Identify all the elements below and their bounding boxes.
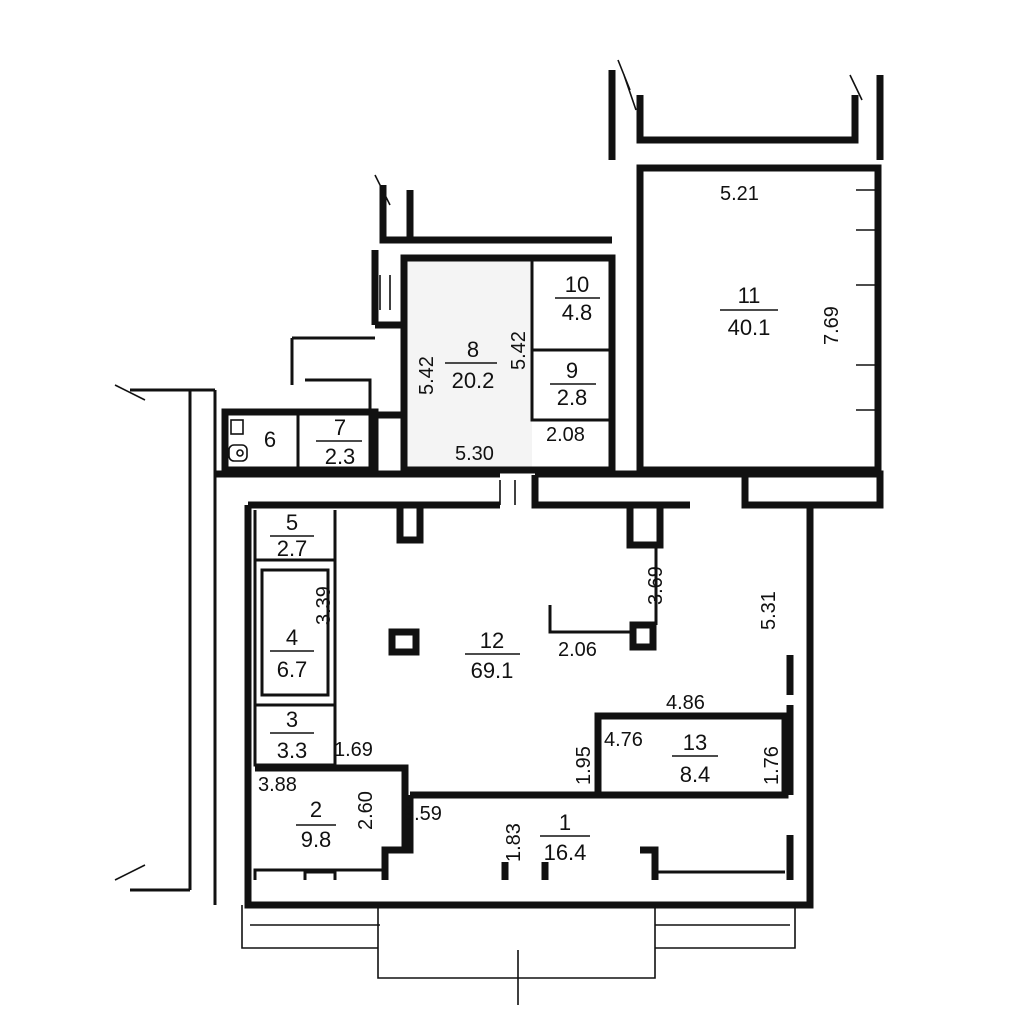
room-6-label: 6: [264, 427, 276, 452]
svg-text:5.42: 5.42: [416, 356, 438, 395]
svg-text:5.30: 5.30: [455, 443, 494, 465]
svg-text:5.31: 5.31: [758, 591, 780, 630]
svg-text:2.3: 2.3: [325, 444, 356, 469]
svg-text:3: 3: [286, 707, 298, 732]
svg-text:13: 13: [683, 730, 707, 755]
room-12-label: 12 69.1: [465, 628, 520, 683]
svg-text:1.69: 1.69: [334, 739, 373, 761]
svg-text:7: 7: [334, 415, 346, 440]
room-4-label: 46.7: [270, 625, 314, 682]
room-10-label: 104.8: [555, 272, 600, 325]
svg-text:3.39: 3.39: [313, 586, 335, 625]
svg-text:9.59: 9.59: [403, 803, 442, 825]
room-9-label: 92.8: [550, 358, 596, 410]
svg-text:7.69: 7.69: [821, 306, 843, 345]
room-1-label: 116.4: [540, 810, 590, 865]
svg-text:2.08: 2.08: [546, 424, 585, 446]
svg-text:3.88: 3.88: [258, 774, 297, 796]
svg-text:69.1: 69.1: [471, 658, 514, 683]
svg-text:8.4: 8.4: [680, 762, 711, 787]
svg-text:12: 12: [480, 628, 504, 653]
room-13-label: 138.4: [672, 730, 718, 787]
svg-text:1: 1: [559, 810, 571, 835]
room-8-label: 820.2: [445, 337, 497, 393]
svg-text:20.2: 20.2: [452, 368, 495, 393]
svg-text:40.1: 40.1: [728, 315, 771, 340]
room-3-label: 33.3: [270, 707, 314, 763]
svg-text:4: 4: [286, 625, 298, 650]
svg-text:11: 11: [738, 283, 761, 308]
svg-text:6: 6: [264, 427, 276, 452]
walls: [114, 59, 884, 1005]
svg-text:1.83: 1.83: [503, 823, 525, 862]
svg-text:2.60: 2.60: [355, 791, 377, 830]
svg-text:3.69: 3.69: [645, 566, 667, 605]
room-7-label: 72.3: [316, 415, 362, 469]
svg-text:10: 10: [565, 272, 589, 297]
room-5-label: 52.7: [270, 510, 314, 561]
svg-text:4.8: 4.8: [562, 300, 593, 325]
svg-text:8: 8: [467, 337, 479, 362]
room-2-label: 29.8: [296, 797, 336, 852]
svg-text:1.76: 1.76: [761, 746, 783, 785]
svg-text:9: 9: [566, 358, 578, 383]
svg-text:2.8: 2.8: [557, 385, 588, 410]
svg-text:5.21: 5.21: [720, 183, 759, 205]
dimension-labels: 5.21 7.69 5.42 5.42 5.30 2.08 3.39 3.69 …: [258, 183, 843, 862]
svg-text:16.4: 16.4: [544, 840, 587, 865]
svg-text:2.06: 2.06: [558, 639, 597, 661]
svg-text:9.8: 9.8: [301, 827, 332, 852]
room-11-label: 11 40.1: [720, 283, 778, 340]
svg-text:5: 5: [286, 510, 298, 535]
svg-text:2.7: 2.7: [277, 536, 308, 561]
toilet-icon: [228, 419, 248, 462]
svg-text:5.42: 5.42: [508, 331, 530, 370]
svg-text:4.86: 4.86: [666, 692, 705, 714]
svg-text:1.95: 1.95: [573, 746, 595, 785]
svg-text:6.7: 6.7: [277, 657, 308, 682]
svg-text:2: 2: [310, 797, 322, 822]
svg-text:3.3: 3.3: [277, 738, 308, 763]
svg-text:4.76: 4.76: [604, 729, 643, 751]
